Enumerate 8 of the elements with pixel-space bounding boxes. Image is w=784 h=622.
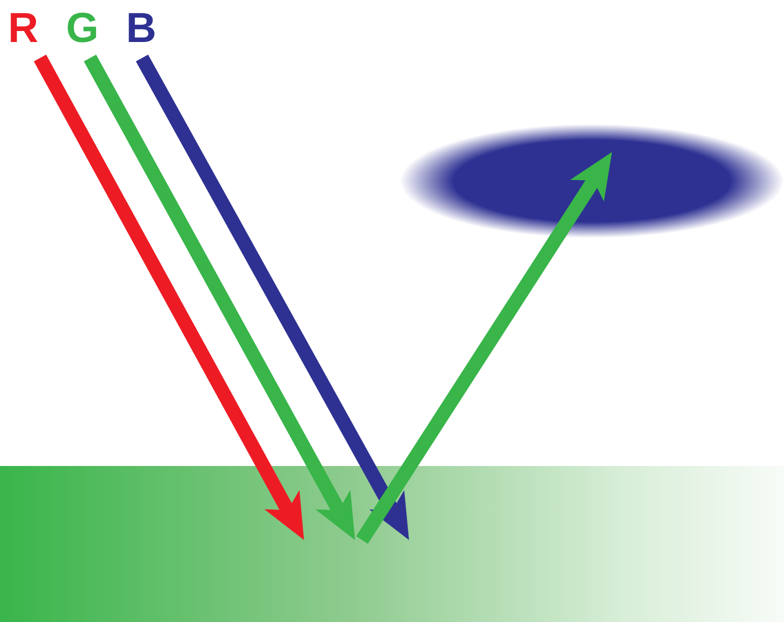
arrow (34, 54, 304, 540)
surface-band (0, 466, 784, 622)
arrow (84, 54, 355, 540)
arrow (136, 54, 409, 540)
arrow (356, 152, 612, 544)
channel-letter: G (66, 6, 102, 50)
channel-letter: B (126, 6, 162, 50)
channel-letter: R (8, 6, 44, 50)
